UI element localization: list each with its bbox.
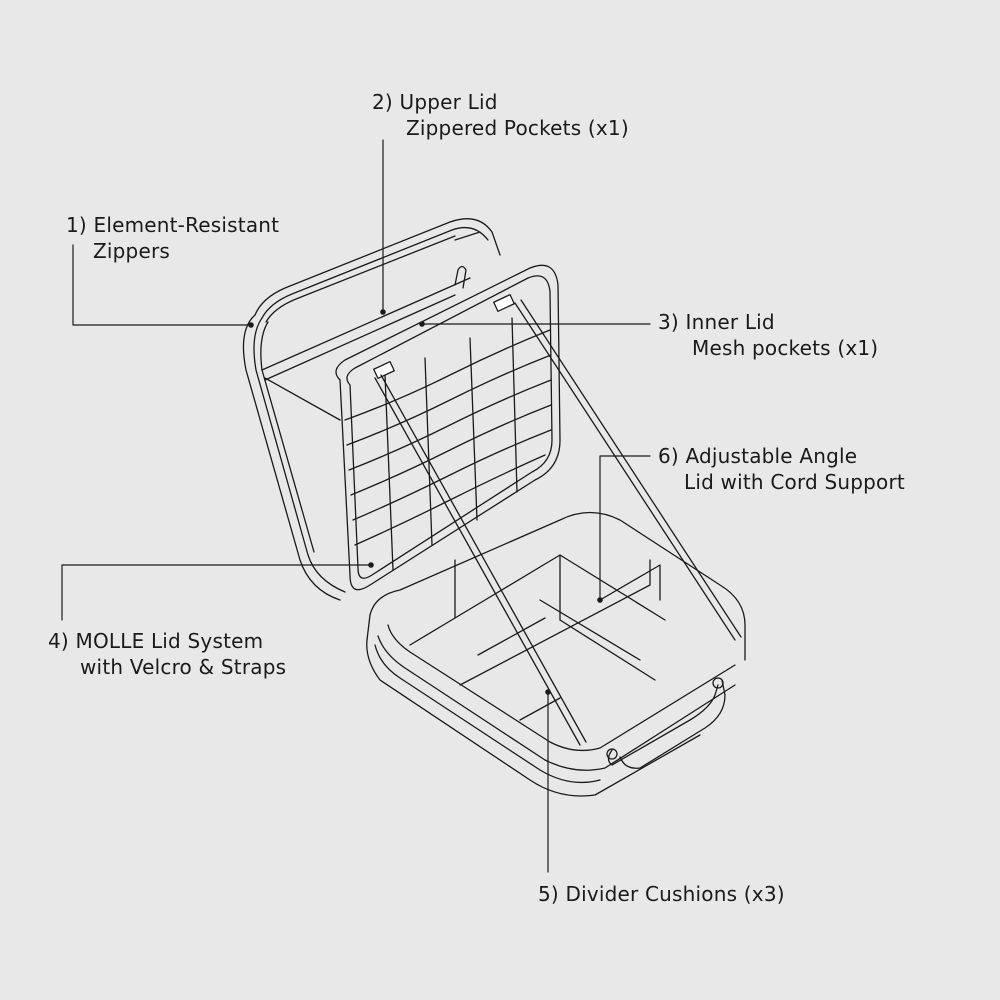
- leader-dot-6: [597, 597, 603, 603]
- callout-3-inner-lid-mesh: 3) Inner Lid Mesh pockets (x1): [658, 309, 878, 361]
- leader-dot-5: [545, 689, 551, 695]
- callout-3-line2: Mesh pockets (x1): [692, 336, 879, 360]
- leader-dot-1: [248, 322, 254, 328]
- callout-6-adjustable-angle-lid: 6) Adjustable Angle Lid with Cord Suppor…: [658, 443, 905, 495]
- support-cords: [374, 299, 742, 746]
- leader-dot-3: [419, 321, 425, 327]
- leader-line-4: [61, 564, 372, 621]
- callout-5-line1: 5) Divider Cushions (x3): [538, 882, 785, 906]
- leader-dot-4: [368, 562, 374, 568]
- case-base: [366, 511, 746, 797]
- callout-1-line1: 1) Element-Resistant: [66, 213, 280, 237]
- callout-6-line1: 6) Adjustable Angle: [658, 444, 858, 468]
- callout-4-line1: 4) MOLLE Lid System: [48, 629, 264, 653]
- callout-6-line2: Lid with Cord Support: [684, 470, 905, 494]
- callout-4-line2: with Velcro & Straps: [80, 655, 287, 679]
- zipper-pull-icon: [454, 265, 467, 289]
- inner-mesh-lid: [335, 264, 561, 591]
- leader-line-1: [72, 244, 252, 326]
- callout-4-molle-lid-system: 4) MOLLE Lid System with Velcro & Straps: [48, 628, 286, 680]
- callout-2-line1: 2) Upper Lid: [372, 90, 498, 114]
- callout-2-upper-lid-pockets: 2) Upper Lid Zippered Pockets (x1): [372, 89, 629, 141]
- leader-dot-2: [380, 309, 386, 315]
- callout-3-line1: 3) Inner Lid: [658, 310, 775, 334]
- leader-line-6: [599, 455, 651, 601]
- leader-lines: [61, 139, 651, 873]
- callout-2-line2: Zippered Pockets (x1): [406, 116, 629, 140]
- handle: [607, 684, 719, 766]
- callout-5-divider-cushions: 5) Divider Cushions (x3): [538, 881, 785, 907]
- callout-1-line2: Zippers: [93, 239, 170, 263]
- upper-lid: [242, 218, 501, 601]
- callout-1-element-resistant-zippers: 1) Element-Resistant Zippers: [66, 212, 279, 264]
